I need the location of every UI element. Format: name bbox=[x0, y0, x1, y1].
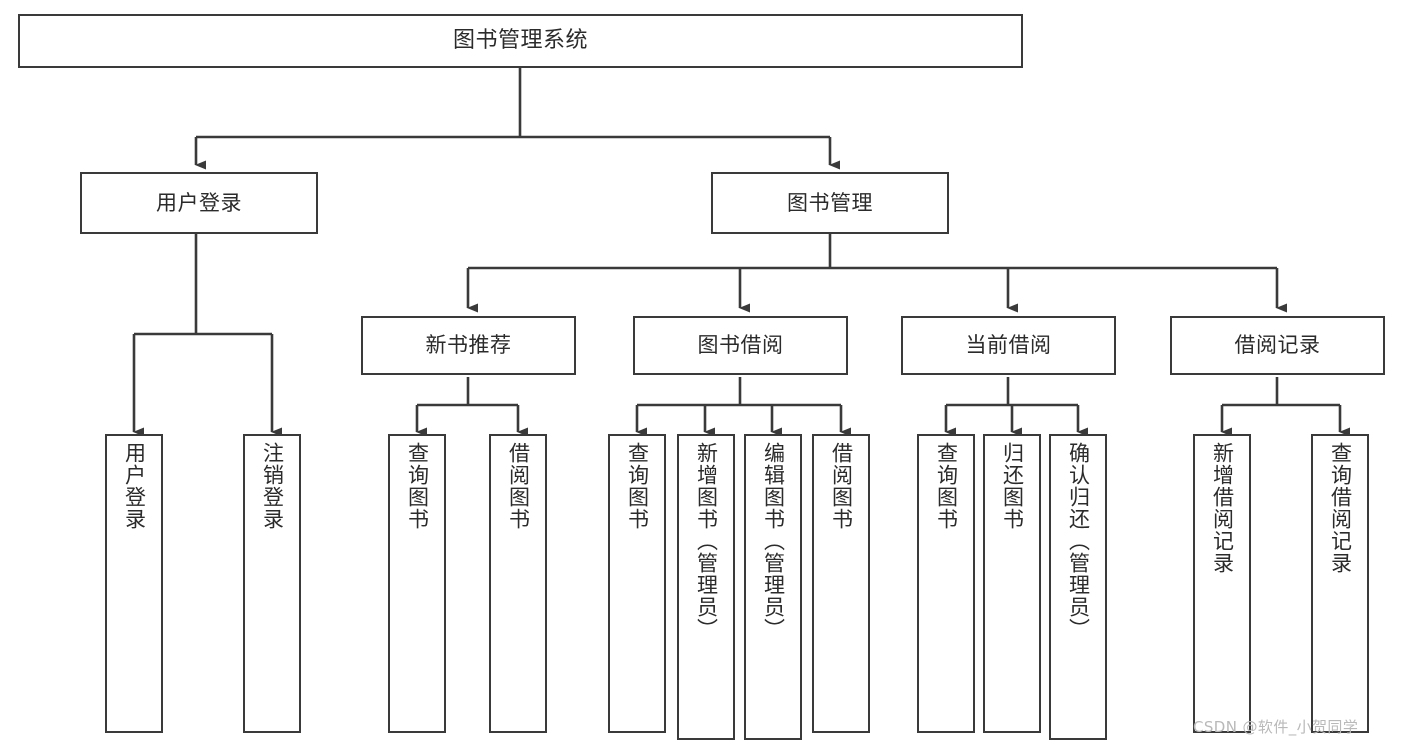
node-new-book-recommend-label: 新书推荐 bbox=[425, 333, 512, 358]
node-user-login[interactable]: 用户登录 bbox=[80, 172, 318, 234]
leaf-record-add-borrow-record[interactable]: 新增借阅记录 bbox=[1193, 434, 1251, 733]
leaf-current-return-book-label: 归还图书 bbox=[1000, 442, 1025, 530]
leaf-user-login[interactable]: 用户登录 bbox=[105, 434, 163, 733]
node-book-borrow[interactable]: 图书借阅 bbox=[633, 316, 848, 375]
node-book-manage[interactable]: 图书管理 bbox=[711, 172, 949, 234]
leaf-borrow-add-book-admin[interactable]: 新增图书（管理员） bbox=[677, 434, 735, 740]
leaf-record-query-borrow-record[interactable]: 查询借阅记录 bbox=[1311, 434, 1369, 733]
leaf-record-query-borrow-record-label: 查询借阅记录 bbox=[1328, 442, 1353, 574]
node-borrow-record-label: 借阅记录 bbox=[1234, 333, 1321, 358]
node-current-borrow[interactable]: 当前借阅 bbox=[901, 316, 1116, 375]
node-borrow-record[interactable]: 借阅记录 bbox=[1170, 316, 1385, 375]
node-book-borrow-label: 图书借阅 bbox=[697, 333, 784, 358]
node-book-manage-label: 图书管理 bbox=[787, 190, 873, 215]
leaf-borrow-query-book-label: 查询图书 bbox=[625, 442, 650, 530]
node-current-borrow-label: 当前借阅 bbox=[965, 333, 1052, 358]
leaf-recommend-borrow-book[interactable]: 借阅图书 bbox=[489, 434, 547, 733]
leaf-user-logout-label: 注销登录 bbox=[260, 442, 285, 530]
leaf-borrow-edit-book-admin-label: 编辑图书（管理员） bbox=[761, 442, 786, 640]
node-user-login-label: 用户登录 bbox=[156, 190, 242, 215]
node-root-system-label: 图书管理系统 bbox=[452, 28, 588, 54]
leaf-borrow-add-book-admin-label: 新增图书（管理员） bbox=[694, 442, 719, 640]
leaf-current-confirm-return-admin[interactable]: 确认归还（管理员） bbox=[1049, 434, 1107, 740]
leaf-borrow-edit-book-admin[interactable]: 编辑图书（管理员） bbox=[744, 434, 802, 740]
leaf-borrow-query-book[interactable]: 查询图书 bbox=[608, 434, 666, 733]
leaf-user-logout[interactable]: 注销登录 bbox=[243, 434, 301, 733]
leaf-current-confirm-return-admin-label: 确认归还（管理员） bbox=[1066, 442, 1091, 640]
leaf-borrow-borrow-book-label: 借阅图书 bbox=[829, 442, 854, 530]
leaf-current-return-book[interactable]: 归还图书 bbox=[983, 434, 1041, 733]
leaf-recommend-query-book[interactable]: 查询图书 bbox=[388, 434, 446, 733]
node-new-book-recommend[interactable]: 新书推荐 bbox=[361, 316, 576, 375]
leaf-user-login-label: 用户登录 bbox=[122, 442, 147, 530]
leaf-current-query-book[interactable]: 查询图书 bbox=[917, 434, 975, 733]
leaf-borrow-borrow-book[interactable]: 借阅图书 bbox=[812, 434, 870, 733]
leaf-current-query-book-label: 查询图书 bbox=[934, 442, 959, 530]
leaf-record-add-borrow-record-label: 新增借阅记录 bbox=[1210, 442, 1235, 574]
node-root-system[interactable]: 图书管理系统 bbox=[18, 14, 1023, 68]
leaf-recommend-borrow-book-label: 借阅图书 bbox=[506, 442, 531, 530]
leaf-recommend-query-book-label: 查询图书 bbox=[405, 442, 430, 530]
